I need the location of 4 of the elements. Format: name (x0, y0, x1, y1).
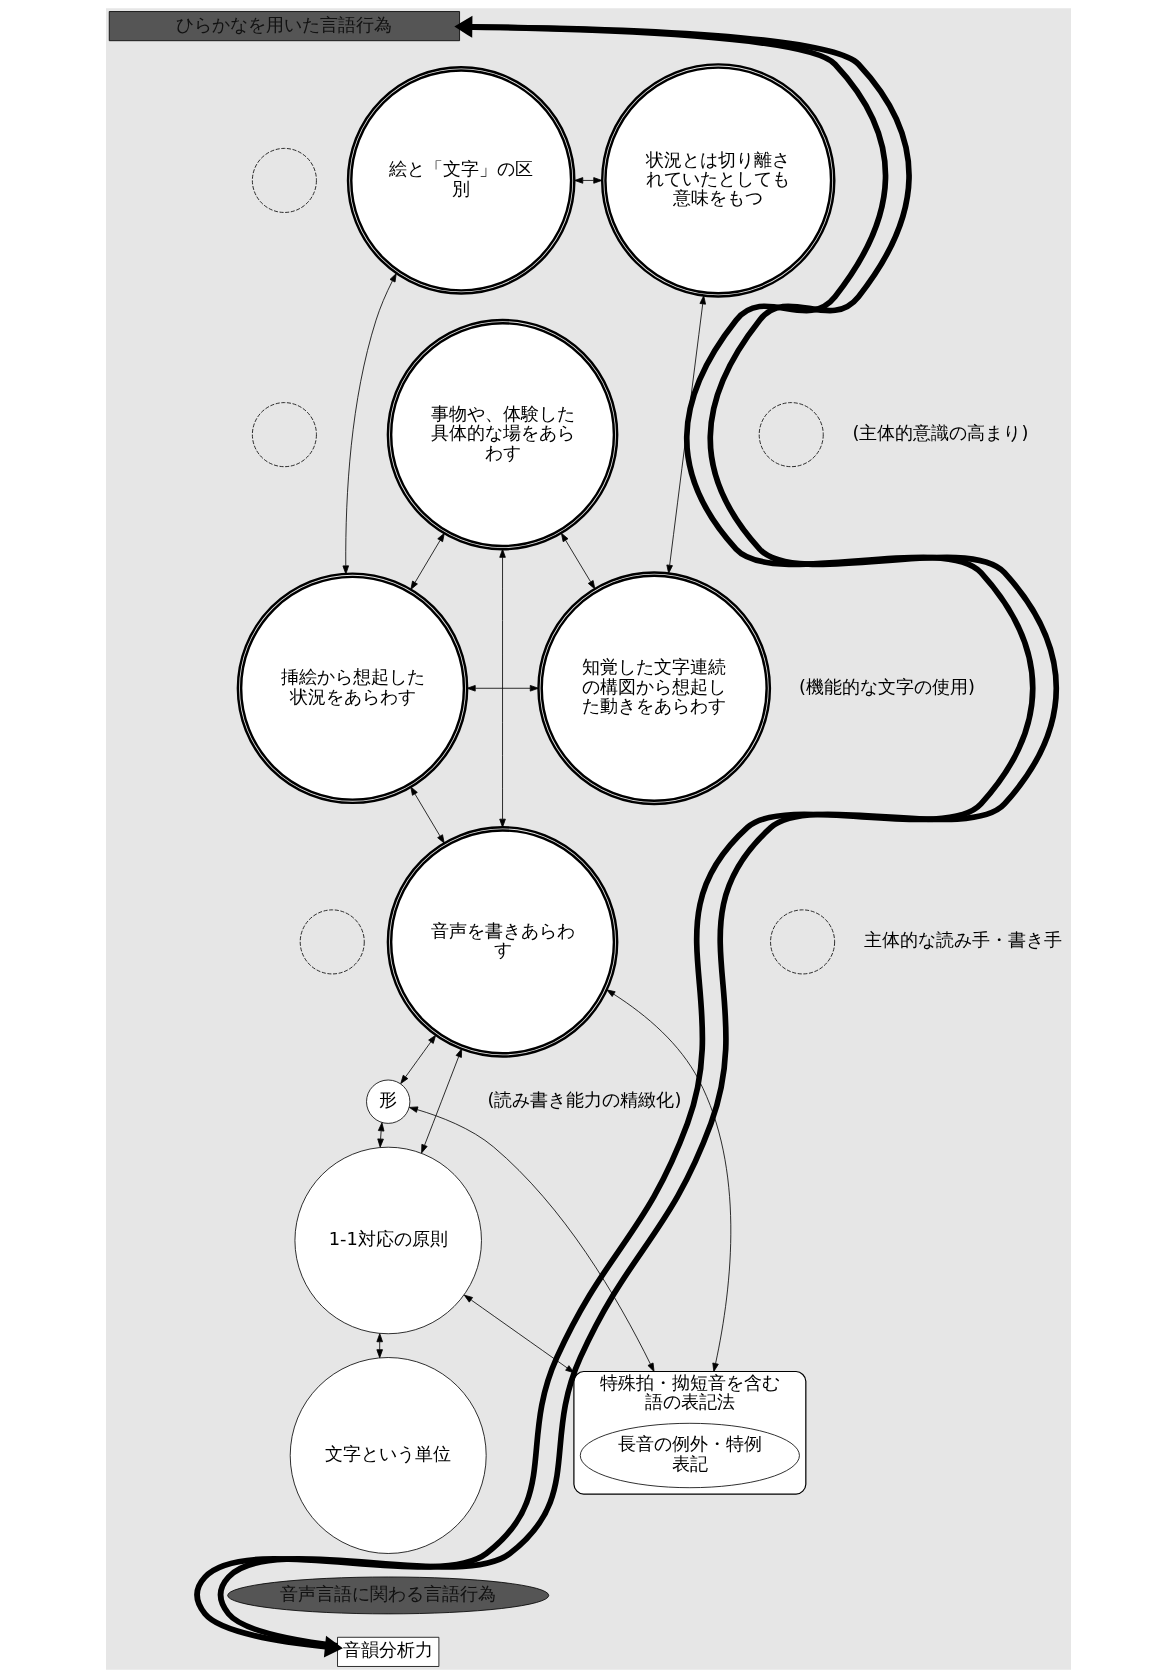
label: 主体的な読み手・書き手 (863, 929, 1062, 951)
label: (読み書き能力の精緻化) (486, 1089, 681, 1111)
label: (主体的意識の高まり) (851, 422, 1028, 444)
label: (機能的な文字の使用) (798, 675, 975, 697)
